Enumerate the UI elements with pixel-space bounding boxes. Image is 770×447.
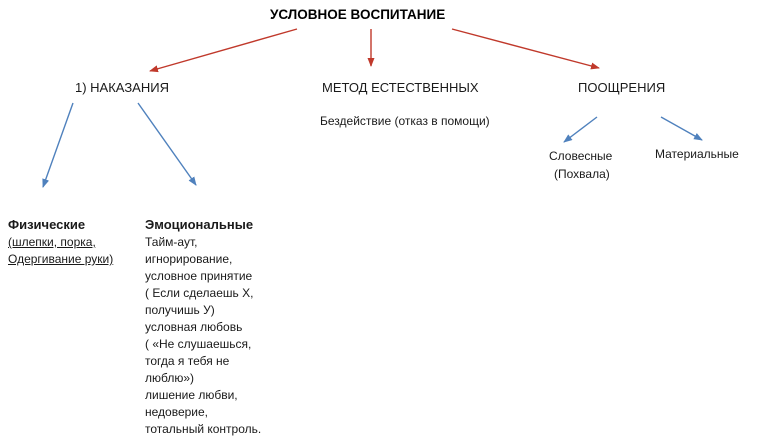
arrow-rewards-to-verbal	[563, 116, 598, 143]
node-natural-method: МЕТОД ЕСТЕСТВЕННЫХ	[322, 80, 479, 95]
node-rewards: ПООЩРЕНИЯ	[578, 80, 666, 95]
diagram-title: УСЛОВНОЕ ВОСПИТАНИЕ	[270, 7, 446, 22]
node-emotional-detail: недоверие,	[145, 405, 209, 419]
node-physical-label: Физические	[8, 217, 86, 232]
node-emotional-detail: тогда я тебя не	[145, 354, 230, 368]
arrow-punishments-to-physical	[42, 102, 74, 188]
node-emotional-detail: ( Если сделаешь Х,	[145, 286, 254, 300]
node-verbal-label: Словесные	[549, 149, 613, 163]
node-physical-detail: Одергивание руки)	[8, 252, 114, 266]
node-emotional-detail: условная любовь	[145, 320, 243, 334]
node-emotional-detail: ( «Не слушаешься,	[145, 337, 252, 351]
node-emotional-detail: игнорирование,	[145, 252, 233, 266]
node-physical-detail: (шлепки, порка,	[8, 235, 96, 249]
node-emotional-detail: тотальный контроль.	[145, 422, 262, 436]
node-verbal: Словесные (Похвала)	[549, 147, 612, 183]
node-emotional-detail: получишь У)	[145, 303, 215, 317]
arrow-punishments-to-emotional	[137, 102, 197, 186]
node-emotional-detail: условное принятие	[145, 269, 253, 283]
node-punishments: 1) НАКАЗАНИЯ	[75, 80, 169, 95]
node-emotional-label: Эмоциональные	[145, 217, 254, 232]
arrow-rewards-to-material	[660, 116, 703, 141]
node-verbal-sub: (Похвала)	[554, 167, 610, 181]
arrow-title-to-rewards	[451, 28, 600, 70]
node-emotional-detail: лишение любви,	[145, 388, 238, 402]
node-material: Материальные	[655, 147, 739, 161]
node-emotional-detail: Тайм-аут,	[145, 235, 198, 249]
node-emotional: Эмоциональные Тайм-аут, игнорирование, у…	[145, 217, 261, 438]
arrow-title-to-punishments	[149, 28, 298, 73]
node-natural-method-sub: Бездействие (отказ в помощи)	[320, 114, 490, 128]
node-emotional-detail: люблю»)	[145, 371, 195, 385]
node-physical: Физические (шлепки, порка, Одергивание р…	[8, 217, 113, 268]
